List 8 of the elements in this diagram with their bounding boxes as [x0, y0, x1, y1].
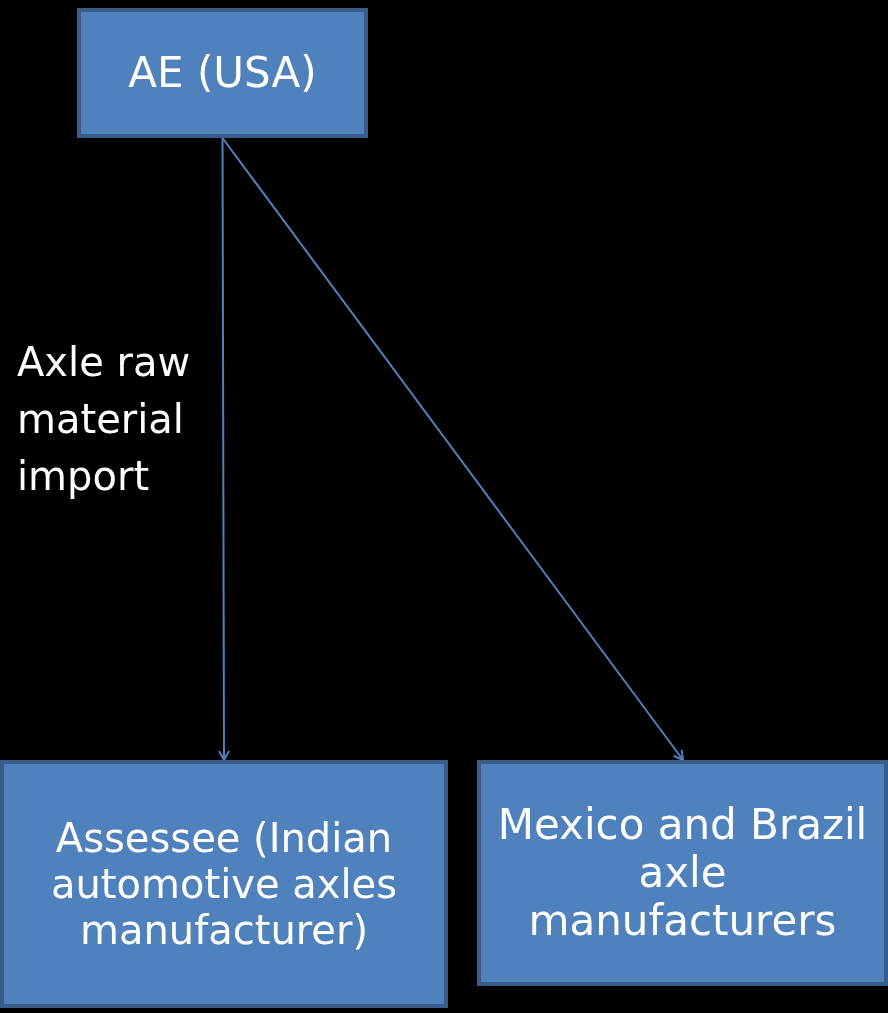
arrow: [221, 137, 684, 761]
process-box: [477, 760, 888, 986]
box-text: Assessee (Indian automotive axles manufacturer): [50, 815, 398, 953]
arrow: [218, 137, 230, 761]
process-box: [77, 8, 368, 138]
process-box: [0, 760, 448, 1008]
box-text: Mexico and Brazil axle manufacturers: [496, 800, 869, 946]
box-text: AE (USA): [128, 48, 317, 98]
